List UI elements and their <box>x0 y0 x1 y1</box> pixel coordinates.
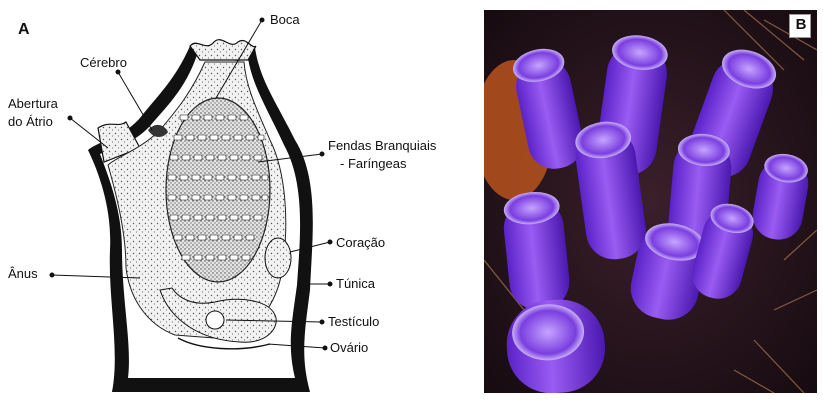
tunicate-photo-panel: B <box>484 10 817 393</box>
label-cerebro: Cérebro <box>80 55 127 70</box>
pharynx <box>166 98 270 282</box>
panel-letter-b: B <box>791 14 811 36</box>
label-boca: Boca <box>270 12 300 27</box>
label-abertura-line2: do Átrio <box>8 114 53 129</box>
label-abertura-line1: Abertura <box>8 96 59 111</box>
heart <box>265 238 291 278</box>
label-coracao: Coração <box>336 235 385 250</box>
testis <box>206 311 224 329</box>
tunicate-diagram-panel: A Boca Cérebro Abertura do Átrio Fendas … <box>0 0 480 395</box>
label-fendas-line2: - Faríngeas <box>340 156 407 171</box>
tunicate-photo <box>484 10 817 393</box>
label-testiculo: Testículo <box>328 314 379 329</box>
panel-letter-a: A <box>18 21 30 38</box>
tunicate-diagram: A Boca Cérebro Abertura do Átrio Fendas … <box>0 0 480 395</box>
label-tunica: Túnica <box>336 276 376 291</box>
leader-cerebro <box>118 72 152 130</box>
oral-siphon <box>190 40 256 60</box>
label-ovario: Ovário <box>330 340 368 355</box>
label-anus: Ânus <box>8 266 38 281</box>
label-fendas-line1: Fendas Branquiais <box>328 138 437 153</box>
